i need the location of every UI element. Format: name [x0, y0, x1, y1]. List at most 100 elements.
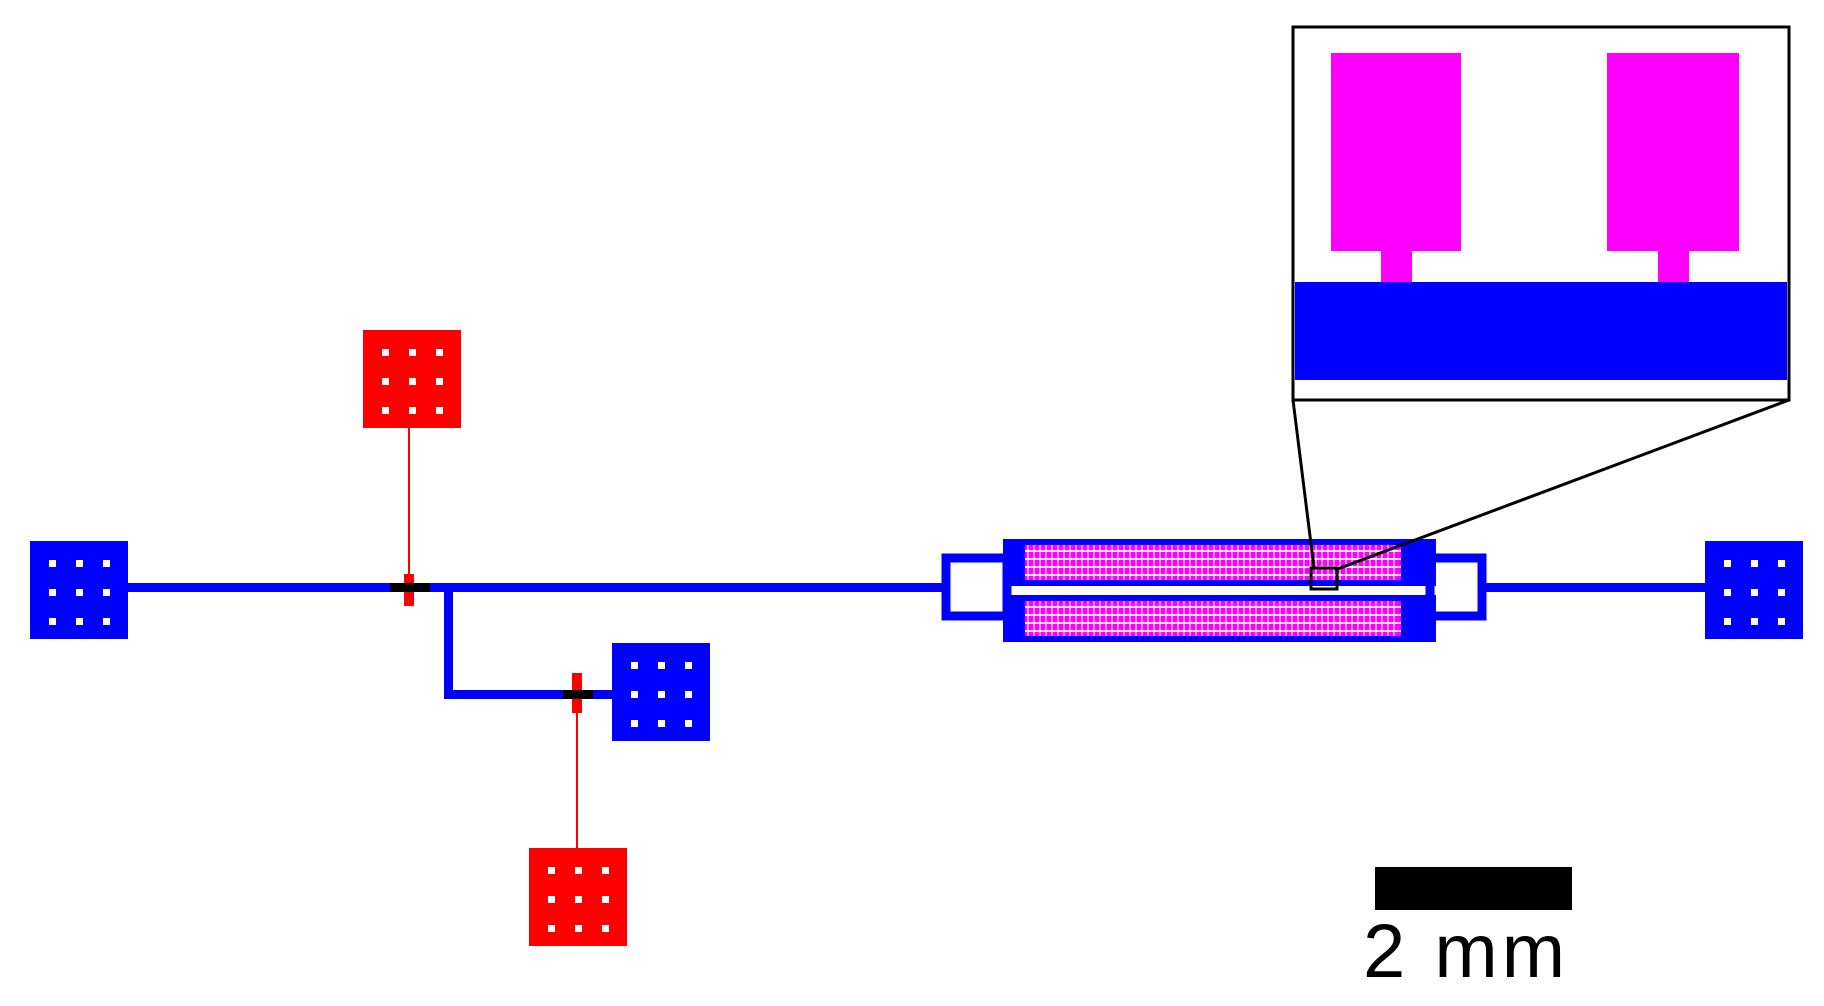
control-line-2 — [576, 710, 578, 850]
electrode-finger-gap — [1075, 601, 1077, 636]
electrode-finger-gap — [1057, 545, 1059, 580]
electrode-finger-gap — [1273, 545, 1275, 580]
pad-hole — [602, 896, 609, 903]
pad-hole — [49, 589, 56, 596]
pad-hole — [685, 691, 692, 698]
electrode-finger-gap — [1027, 545, 1029, 580]
electrode-finger-gap — [1339, 601, 1341, 636]
control-pad-2 — [529, 848, 627, 946]
pad-hole — [658, 662, 665, 669]
flow-channels — [128, 553, 1705, 699]
electrode-finger-gap — [1093, 545, 1095, 580]
electrode-finger-gap — [1171, 601, 1173, 636]
valve-1 — [390, 574, 430, 606]
pad-hole — [1751, 560, 1758, 567]
electrode-finger-gap — [1237, 601, 1239, 636]
electrode-finger-gap — [1267, 601, 1269, 636]
electrode-finger-gap — [1099, 601, 1101, 636]
electrode-finger-gap — [1069, 545, 1071, 580]
electrode-finger-gap — [1111, 601, 1113, 636]
electrode-finger-gap — [1387, 545, 1389, 580]
electrode-finger-gap — [1279, 601, 1281, 636]
electrode-finger-gap — [1195, 545, 1197, 580]
electrode-finger-gap — [1225, 545, 1227, 580]
electrode-finger-gap — [1357, 601, 1359, 636]
pad-hole — [103, 589, 110, 596]
electrode-finger-gap — [1315, 545, 1317, 580]
electrode-finger-gap — [1075, 545, 1077, 580]
pad-hole — [409, 349, 416, 356]
electrode-finger-gap — [1105, 601, 1107, 636]
scale-bar — [1375, 867, 1572, 910]
pad-hole — [575, 867, 582, 874]
zoom-inset — [1291, 25, 1791, 402]
electrode-finger-gap — [1321, 545, 1323, 580]
inset-electrode-left — [1331, 53, 1461, 251]
pad-hole — [548, 925, 555, 932]
electrode-finger-gap — [1111, 545, 1113, 580]
pad-hole — [1778, 560, 1785, 567]
electrode-finger-gap — [1231, 545, 1233, 580]
electrode-finger-gap — [1045, 601, 1047, 636]
pad-hole — [631, 720, 638, 727]
control-pad-1 — [363, 330, 461, 428]
pad-hole — [685, 720, 692, 727]
electrode-finger-gap — [1393, 545, 1395, 580]
electrode-finger-gap — [1369, 545, 1371, 580]
electrode-finger-gap — [1363, 545, 1365, 580]
electrode-finger-gap — [1147, 545, 1149, 580]
pad-hole — [76, 560, 83, 567]
electrode-finger-gap — [1315, 601, 1317, 636]
pad-hole — [602, 867, 609, 874]
electrode-finger-gap — [1219, 601, 1221, 636]
electrode-finger-gap — [1165, 545, 1167, 580]
pad-hole — [103, 618, 110, 625]
electrode-finger-gap — [1321, 601, 1323, 636]
pad-hole — [1724, 560, 1731, 567]
electrode-finger-gap — [1219, 545, 1221, 580]
zoom-indicator — [1291, 398, 1790, 591]
electrode-finger-gap — [1027, 601, 1029, 636]
electrode-finger-gap — [1189, 545, 1191, 580]
electrode-finger-gap — [1297, 601, 1299, 636]
pad-hole — [49, 618, 56, 625]
pad-hole — [76, 618, 83, 625]
electrode-finger-gap — [1213, 601, 1215, 636]
electrode-finger-gap — [1081, 545, 1083, 580]
electrode-finger-gap — [1117, 601, 1119, 636]
electrode-chamber-bottom — [1003, 595, 1436, 642]
pad-hole — [548, 896, 555, 903]
branch-channel-vertical — [444, 583, 453, 699]
electrode-finger-gap — [1309, 601, 1311, 636]
electrode-finger-gap — [1195, 601, 1197, 636]
pad-hole — [631, 662, 638, 669]
electrode-finger-gap — [1303, 545, 1305, 580]
electrode-finger-gap — [1045, 545, 1047, 580]
pad-hole — [382, 378, 389, 385]
inset-electrode-left-stem — [1381, 249, 1412, 283]
splitter-right — [1425, 553, 1487, 621]
inset-electrode-right-stem — [1658, 249, 1689, 283]
zoom-line-left — [1291, 399, 1316, 569]
pad-hole — [49, 560, 56, 567]
electrode-finger-gap — [1327, 601, 1329, 636]
pad-hole — [436, 378, 443, 385]
electrode-finger-gap — [1081, 601, 1083, 636]
electrode-finger-gap — [1255, 545, 1257, 580]
electrode-finger-gap — [1051, 545, 1053, 580]
electrode-finger-gap — [1141, 601, 1143, 636]
electrode-finger-gap — [1051, 601, 1053, 636]
electrode-finger-gap — [1249, 601, 1251, 636]
electrode-finger-gap — [1129, 545, 1131, 580]
electrode-finger-gap — [1087, 545, 1089, 580]
pad-hole — [382, 349, 389, 356]
electrode-finger-gap — [1123, 601, 1125, 636]
electrode-finger-gap — [1279, 545, 1281, 580]
pad-hole — [436, 407, 443, 414]
electrode-finger-gap — [1345, 601, 1347, 636]
pad-hole — [575, 896, 582, 903]
electrode-finger-gap — [1285, 545, 1287, 580]
electrode-finger-gap — [1135, 545, 1137, 580]
electrode-finger-gap — [1339, 545, 1341, 580]
